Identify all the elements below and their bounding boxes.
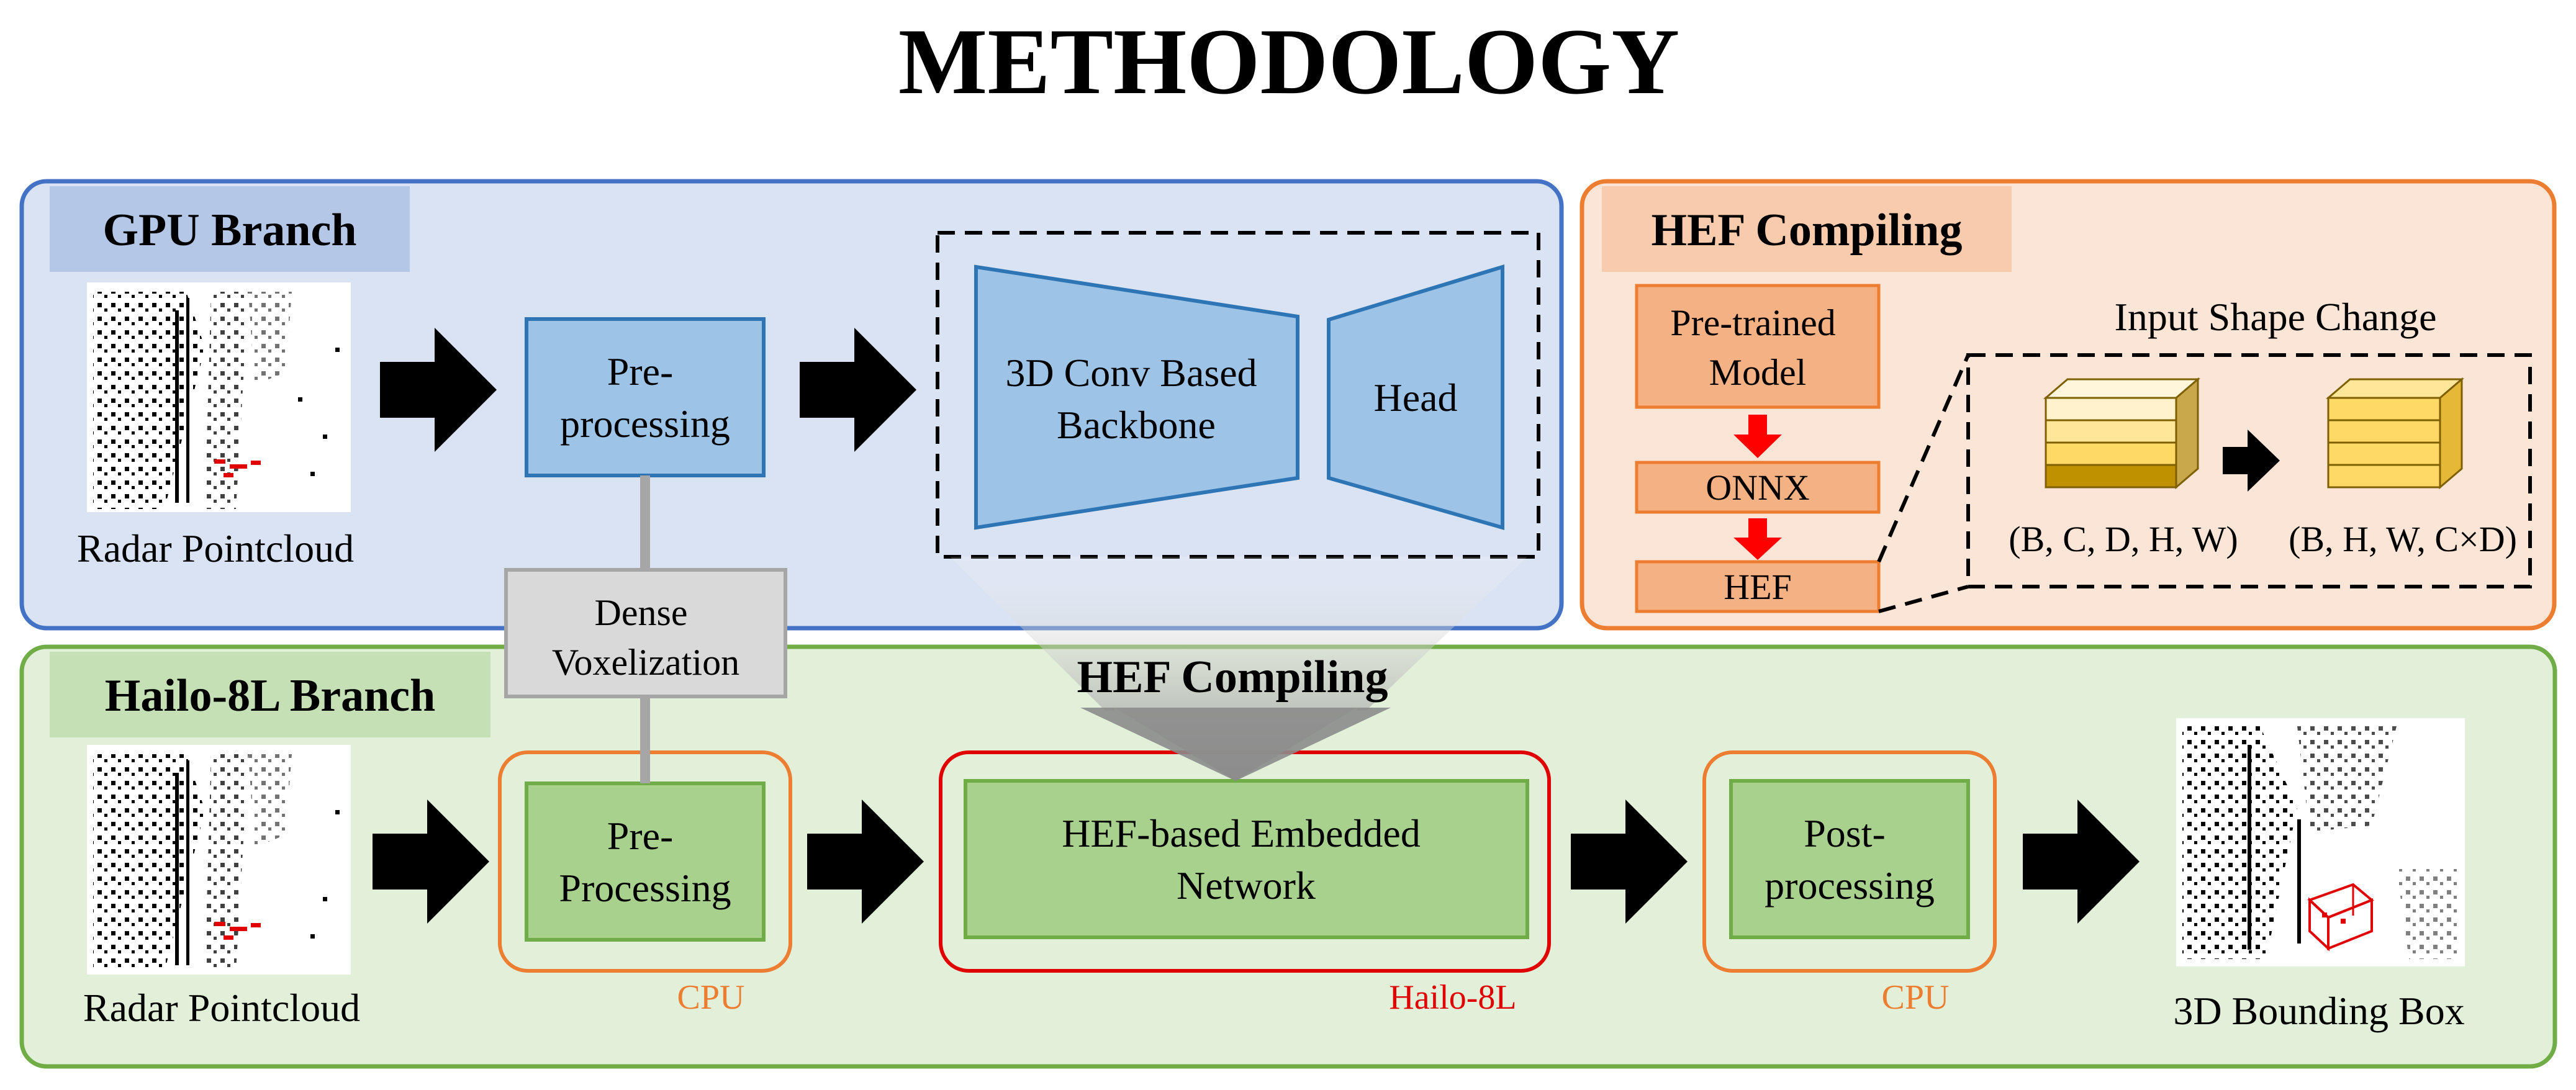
postprocessing-label: Post- processing: [1765, 811, 1935, 908]
voxelization-connector-bottom: [640, 696, 650, 783]
cpu-postprocessing-container: [1702, 750, 1997, 973]
hailo-radar-pointcloud-image: [87, 745, 351, 975]
shape-change-arrow: [2223, 430, 2280, 492]
hef-compiling-arrowhead: [1080, 708, 1391, 781]
hailo-preprocessing-box: [525, 781, 766, 942]
pretrained-model-label: Pre-trained Model: [1670, 302, 1845, 393]
hailo-arrow-3: [1571, 799, 1688, 924]
hef-box: [1635, 560, 1881, 613]
dense-voxelization-line1: Dense: [595, 592, 688, 633]
bounding-box-caption: 3D Bounding Box: [2173, 989, 2464, 1033]
page-title: METHODOLOGY: [898, 9, 1679, 114]
cpu-label-2: CPU: [1882, 978, 1950, 1017]
hailo-preprocessing-line1: Pre-: [607, 814, 674, 858]
gpu-arrow-2: [800, 328, 916, 452]
gpu-branch-label: GPU Branch: [102, 205, 356, 256]
hailo-radar-pointcloud-caption: Radar Pointcloud: [83, 986, 360, 1030]
gpu-backbone-line2: Backbone: [1057, 403, 1216, 447]
gpu-arrow-1: [380, 328, 497, 452]
onnx-label: ONNX: [1706, 467, 1810, 508]
dense-voxelization-label: Dense Voxelization: [552, 592, 739, 683]
gpu-backbone-line1: 3D Conv Based: [1005, 351, 1257, 395]
gpu-backbone-label: 3D Conv Based Backbone: [1005, 351, 1267, 447]
gpu-network-outline: [936, 231, 1540, 559]
hef-compiling-panel: HEF Compiling Pre-trained Model ONNX HEF…: [1579, 179, 2557, 631]
shape-before-label: (B, C, D, H, W): [2009, 519, 2238, 559]
hailo-arrow-2: [807, 799, 924, 924]
gpu-branch-label-box: [50, 186, 410, 272]
tensor-stack-before: [2043, 377, 2201, 490]
cpu-label-1: CPU: [677, 978, 745, 1017]
hailo-branch-label-box: [50, 652, 490, 737]
pretrained-model-line2: Model: [1709, 352, 1807, 393]
pretrained-model-line1: Pre-trained: [1670, 302, 1836, 343]
dense-voxelization-box: [504, 568, 787, 698]
hailo-preprocessing-line2: Processing: [559, 866, 731, 910]
hef-compiling-label-box: [1602, 186, 2012, 272]
postprocessing-line1: Post-: [1804, 811, 1886, 855]
hef-label: HEF: [1724, 567, 1792, 607]
zoom-line-top: [1877, 354, 1970, 563]
gpu-preprocessing-box: [525, 317, 766, 477]
hailo-device-label: Hailo-8L: [1389, 978, 1516, 1017]
gpu-head-block: [1327, 264, 1504, 530]
shape-change-outline: [1966, 353, 2532, 588]
gpu-branch-panel: GPU Branch Radar Pointcloud Pre- process…: [19, 179, 1564, 631]
postprocessing-line2: processing: [1765, 863, 1935, 908]
hailo-branch-panel: Hailo-8L Branch Radar Pointcloud Pre- Pr…: [19, 644, 2557, 1069]
hailo-branch-label: Hailo-8L Branch: [105, 670, 435, 721]
gpu-radar-pointcloud-caption: Radar Pointcloud: [77, 526, 354, 570]
tensor-stack-after: [2325, 377, 2465, 490]
input-shape-change-title: Input Shape Change: [2115, 295, 2437, 339]
hailo-arrow-1: [373, 799, 489, 924]
hailo-preprocessing-label: Pre- Processing: [559, 814, 731, 910]
hef-network-line1: HEF-based Embedded: [1062, 811, 1421, 855]
gpu-preprocessing-label: Pre- processing: [560, 349, 730, 446]
zoom-line-bottom: [1878, 585, 1969, 613]
onnx-box: [1635, 461, 1881, 514]
gpu-backbone-block: [974, 264, 1299, 530]
hef-network-box: [964, 779, 1529, 939]
gpu-head-label: Head: [1373, 376, 1457, 420]
gpu-radar-pointcloud-image: [87, 282, 351, 512]
shape-after-label: (B, H, W, C×D): [2289, 519, 2517, 559]
red-arrow-2: [1733, 518, 1782, 560]
gpu-preprocessing-line1: Pre-: [607, 349, 674, 394]
red-arrow-1: [1733, 415, 1782, 458]
voxelization-connector-top: [640, 475, 650, 570]
hailo-arrow-4: [2023, 799, 2140, 924]
postprocessing-box: [1729, 779, 1970, 939]
bounding-box-output-image: [2176, 718, 2465, 966]
dense-voxelization-line2: Voxelization: [552, 642, 739, 683]
hef-compiling-funnel-arrow: [950, 557, 1527, 781]
gpu-preprocessing-line2: processing: [560, 402, 730, 446]
hef-network-line2: Network: [1177, 863, 1316, 908]
hef-compiling-label: HEF Compiling: [1652, 205, 1963, 256]
hef-compiling-arrow-label: HEF Compiling: [1077, 652, 1388, 703]
hef-network-label: HEF-based Embedded Network: [1062, 811, 1430, 908]
pretrained-model-box: [1635, 284, 1881, 409]
